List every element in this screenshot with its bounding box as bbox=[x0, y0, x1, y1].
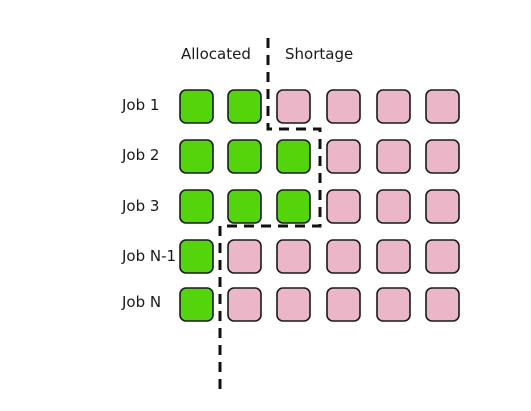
allocated-cell-r2-c3 bbox=[276, 139, 311, 174]
shortage-cell-r5-c4 bbox=[326, 287, 361, 322]
shortage-header: Shortage bbox=[285, 45, 354, 63]
allocated-cell-r4-c1 bbox=[179, 239, 214, 274]
shortage-cell-r2-c6 bbox=[425, 139, 460, 174]
shortage-cell-r5-c2 bbox=[227, 287, 262, 322]
shortage-cell-r1-c3 bbox=[276, 89, 311, 124]
shortage-cell-r4-c3 bbox=[276, 239, 311, 274]
allocated-cell-r2-c1 bbox=[179, 139, 214, 174]
shortage-cell-r2-c4 bbox=[326, 139, 361, 174]
allocated-cell-r3-c1 bbox=[179, 189, 214, 224]
shortage-cell-r5-c6 bbox=[425, 287, 460, 322]
shortage-cell-r2-c5 bbox=[376, 139, 411, 174]
shortage-cell-r1-c6 bbox=[425, 89, 460, 124]
shortage-cell-r3-c4 bbox=[326, 189, 361, 224]
allocated-cell-r1-c2 bbox=[227, 89, 262, 124]
allocated-header: Allocated bbox=[181, 45, 251, 63]
shortage-cell-r5-c5 bbox=[376, 287, 411, 322]
shortage-cell-r4-c4 bbox=[326, 239, 361, 274]
allocated-cell-r3-c3 bbox=[276, 189, 311, 224]
shortage-cell-r1-c5 bbox=[376, 89, 411, 124]
shortage-cell-r3-c6 bbox=[425, 189, 460, 224]
shortage-cell-r5-c3 bbox=[276, 287, 311, 322]
row-label-job-3: Job 3 bbox=[122, 197, 160, 215]
allocation-divider-line bbox=[218, 38, 322, 396]
allocated-cell-r1-c1 bbox=[179, 89, 214, 124]
shortage-cell-r3-c5 bbox=[376, 189, 411, 224]
row-label-job-2: Job 2 bbox=[122, 146, 160, 164]
shortage-cell-r4-c6 bbox=[425, 239, 460, 274]
shortage-cell-r4-c5 bbox=[376, 239, 411, 274]
allocated-cell-r2-c2 bbox=[227, 139, 262, 174]
allocated-cell-r5-c1 bbox=[179, 287, 214, 322]
shortage-cell-r1-c4 bbox=[326, 89, 361, 124]
row-label-job-1: Job 1 bbox=[122, 96, 160, 114]
row-label-job-n: Job N bbox=[122, 293, 162, 311]
shortage-cell-r4-c2 bbox=[227, 239, 262, 274]
row-label-job-n-1: Job N-1 bbox=[122, 247, 177, 265]
allocated-cell-r3-c2 bbox=[227, 189, 262, 224]
